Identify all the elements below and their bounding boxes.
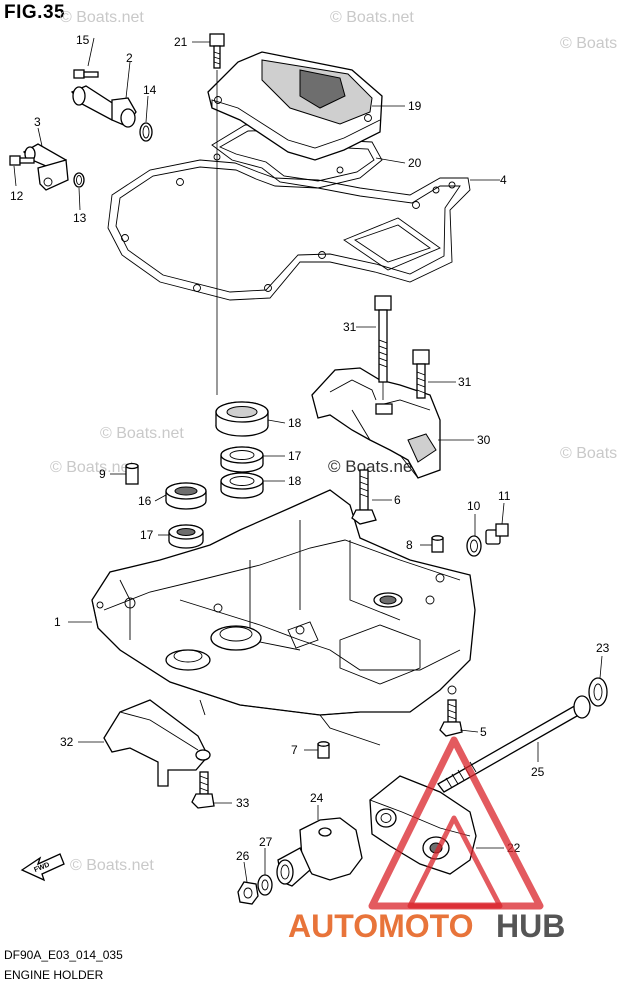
callout-22: 21: [174, 35, 188, 49]
callout-25: 24: [310, 791, 324, 805]
callout-18: 18: [288, 474, 302, 488]
watermark: © Boats.net: [330, 9, 414, 26]
leader-lines: [13, 37, 603, 883]
part-7-dowel: [317, 741, 330, 759]
watermark: © Boats.net: [60, 9, 144, 26]
callout-27: 26: [236, 849, 250, 863]
watermark: © Boats.net: [560, 35, 618, 52]
brand-name-primary: AUTOMOTO: [288, 908, 473, 944]
callout-2: 2: [126, 51, 133, 65]
callout-6: 6: [394, 493, 401, 507]
callout-3: 3: [34, 115, 41, 129]
part-3-fitting: [22, 143, 69, 191]
part-8-dowel: [431, 535, 444, 553]
watermark: © Boats.net: [100, 425, 184, 442]
watermark: © Boats.net: [50, 459, 134, 476]
callout-11: 11: [498, 489, 511, 503]
callout-24: 23: [596, 641, 610, 655]
figure-title: FIG.35: [4, 2, 66, 23]
part-31-bolt: [374, 295, 392, 400]
callout-19: 18: [288, 416, 302, 430]
callout-17: 17: [140, 528, 154, 542]
part-29-bracket: [311, 367, 441, 479]
watermark: © Boats.net: [560, 445, 618, 462]
callout-29: 30: [477, 433, 491, 447]
part-17-bearing: [168, 524, 204, 549]
callout-15: 15: [76, 33, 90, 47]
part-5-bolt: [439, 699, 463, 737]
part-9-dowel: [125, 462, 139, 485]
figure-name: ENGINE HOLDER: [4, 968, 104, 982]
part-16-bearing: [165, 482, 207, 510]
callout-32: 32: [60, 735, 74, 749]
brand-name-secondary: HUB: [496, 908, 565, 944]
callout-1: 1: [54, 615, 61, 629]
part-24-washer: [588, 677, 608, 707]
callout-13: 13: [73, 211, 87, 225]
callout-5: 5: [480, 725, 487, 739]
part-11-plug: [485, 523, 509, 545]
callout-30: 31: [458, 375, 472, 389]
part-26-bolt: [437, 695, 591, 793]
part-15-bolt: [73, 69, 99, 79]
part-2-fitting: [70, 85, 137, 128]
part-13-oring: [73, 172, 85, 188]
brand-logo: AUTOMOTO HUB: [288, 736, 565, 944]
fwd-arrow-icon: FWD: [20, 853, 65, 882]
watermark-main: © Boats.net: [328, 457, 417, 476]
part-33-bolt: [191, 771, 215, 809]
callout-4: 4: [500, 173, 507, 187]
part-18-bushing-upper: [220, 446, 264, 473]
part-19-seal: [215, 401, 269, 437]
callout-28: 27: [259, 835, 273, 849]
part-32-bracket: [103, 699, 211, 787]
callout-14: 14: [143, 83, 157, 97]
watermark: © Boats.net: [70, 857, 154, 874]
callout-18: 17: [288, 449, 302, 463]
callout-7: 7: [291, 743, 298, 757]
part-27-nut: [237, 881, 259, 905]
part-6-bolt: [351, 469, 377, 525]
callout-20: 19: [408, 99, 422, 113]
part-25-mount: [276, 817, 363, 887]
part-22-bolt: [209, 33, 225, 69]
callout-21: 20: [408, 156, 422, 170]
callout-33: 33: [236, 796, 250, 810]
callout-16: 16: [138, 494, 152, 508]
part-4-gasket: [107, 159, 471, 301]
part-12-bolt: [9, 155, 35, 166]
part-30-bolt: [412, 349, 430, 399]
part-18-bushing-lower: [220, 472, 264, 499]
callout-9: 9: [99, 467, 106, 481]
watermark-layer: © Boats.net © Boats.net © Boats.net © Bo…: [50, 9, 618, 874]
part-14-oring: [139, 122, 153, 142]
part-28-washer: [257, 874, 273, 896]
callout-numbers: 15 2 14 3 12 13 21 19 20 4 31 31 30 18 1…: [10, 33, 610, 863]
brand-triangle-inner: [407, 815, 503, 909]
callout-12: 12: [10, 189, 24, 203]
callout-8: 8: [406, 538, 413, 552]
callout-31: 31: [343, 320, 357, 334]
figure-code: DF90A_E03_014_035: [4, 948, 123, 962]
part-10-washer: [466, 535, 482, 557]
part-1-engine-holder: [91, 489, 476, 746]
callout-10: 10: [467, 499, 481, 513]
callout-26: 25: [531, 765, 545, 779]
part-20-cover: [207, 51, 383, 161]
